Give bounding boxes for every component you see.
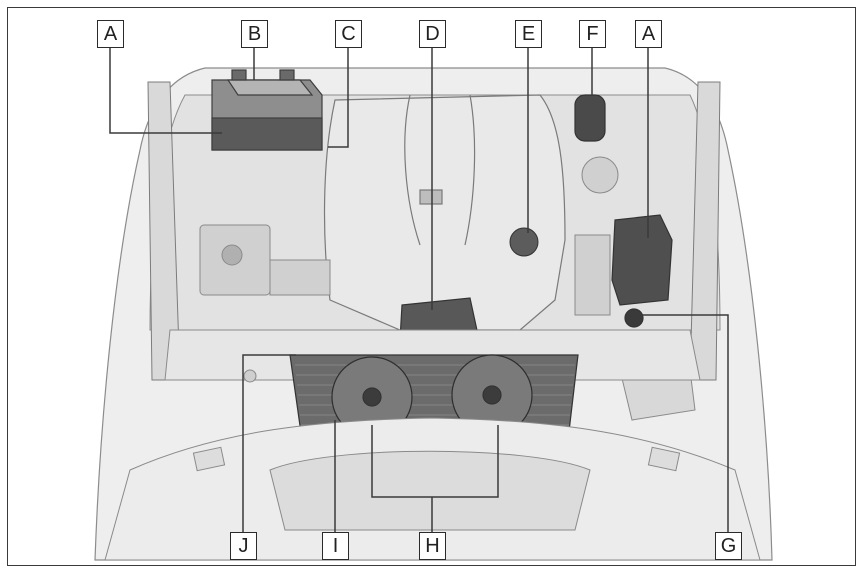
callout-g: G [715, 532, 742, 560]
callout-b-battery: B [241, 20, 268, 48]
engine-cover [325, 95, 565, 330]
callout-j: J [230, 532, 257, 560]
callout-f: F [579, 20, 606, 48]
callout-d: D [419, 20, 446, 48]
callout-c: C [335, 20, 362, 48]
callout-a-right: A [635, 20, 662, 48]
callout-i: I [322, 532, 349, 560]
oil-filler-cap [510, 228, 538, 256]
callout-a-left: A [97, 20, 124, 48]
battery [212, 70, 322, 150]
callout-e: E [515, 20, 542, 48]
washer-reservoir [575, 95, 605, 141]
callout-h: H [419, 532, 446, 560]
